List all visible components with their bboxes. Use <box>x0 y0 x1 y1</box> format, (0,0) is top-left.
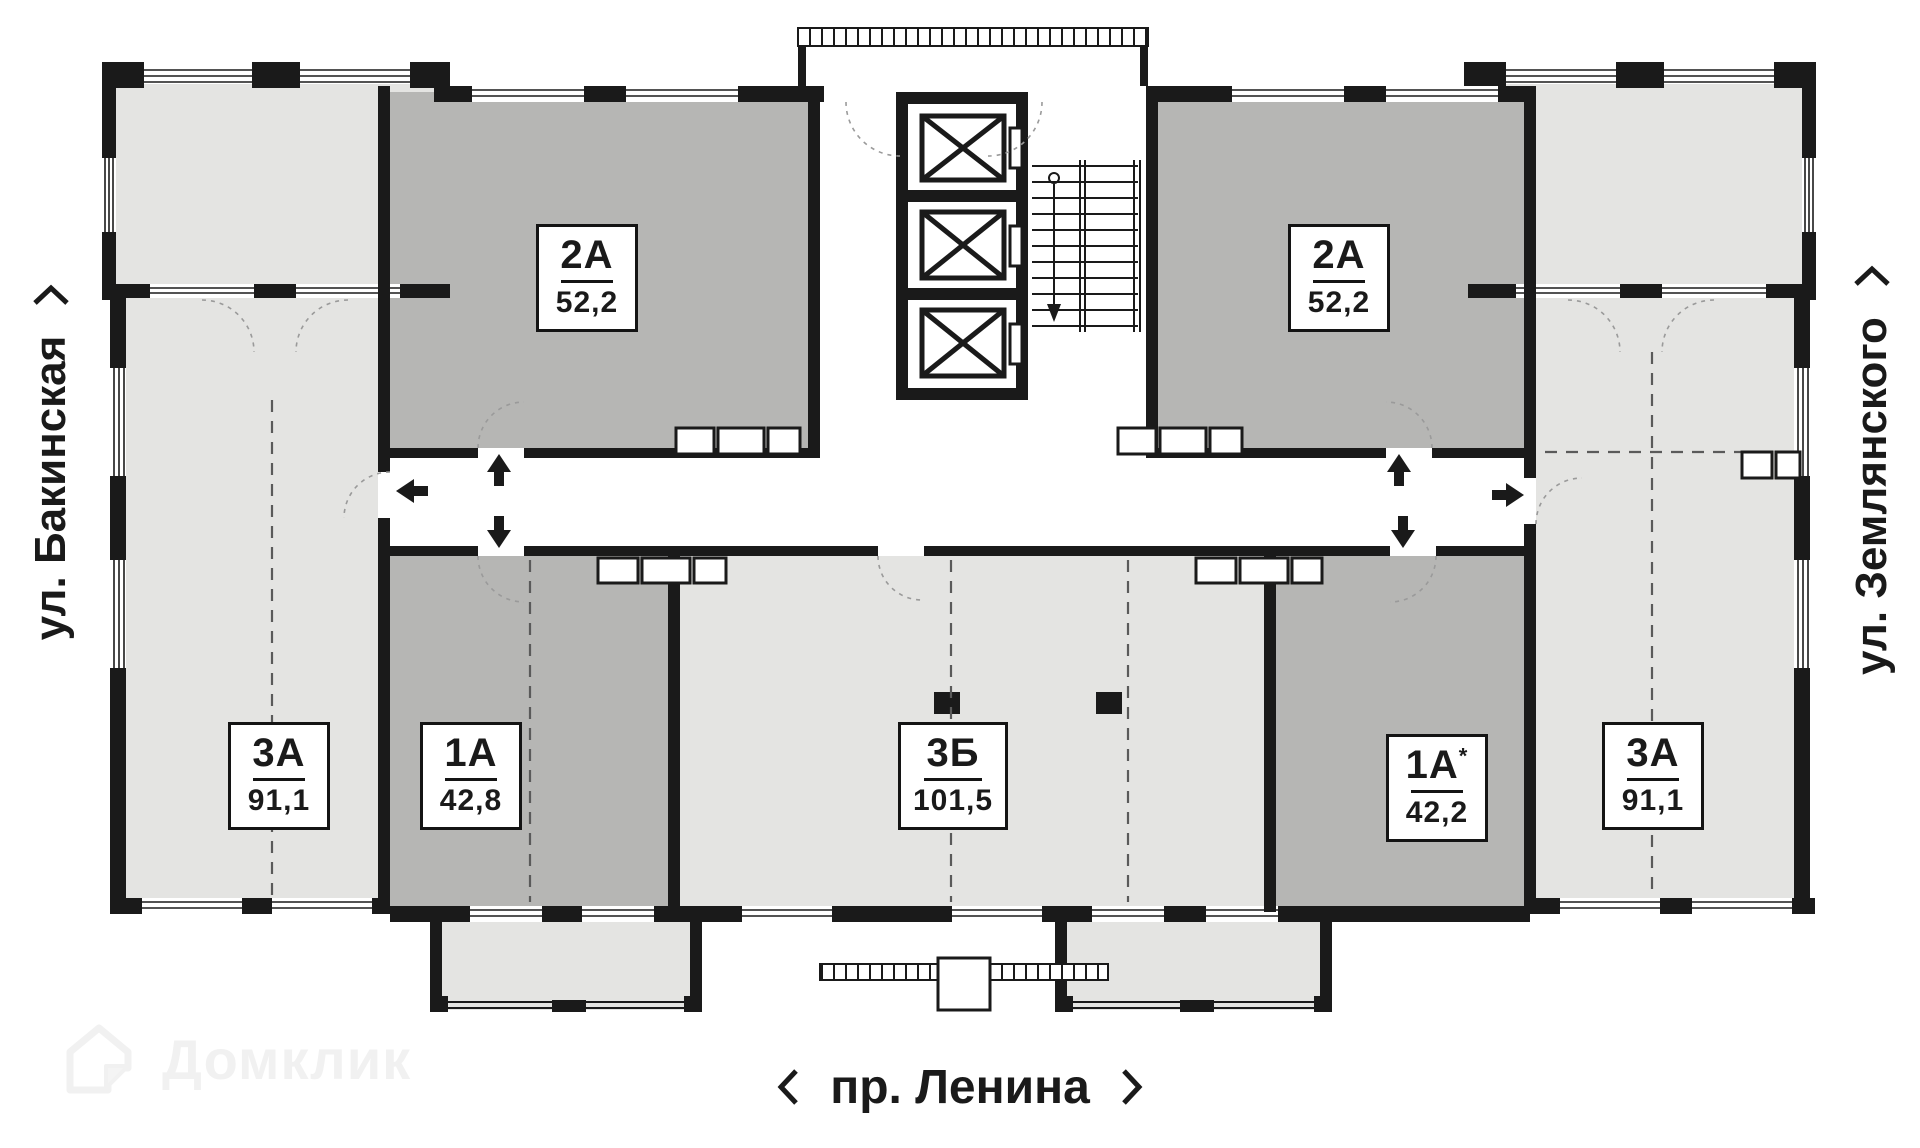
label-divider <box>924 778 982 781</box>
chevron-right-icon <box>1121 1069 1143 1105</box>
closets <box>596 426 1802 585</box>
watermark: Домклик <box>56 1016 411 1102</box>
label-divider <box>1411 790 1463 793</box>
label-divider <box>1313 280 1365 283</box>
label-divider <box>445 778 497 781</box>
street-label-lenina: пр. Ленина <box>640 1052 1280 1122</box>
apartment-label-2a-left: 2А 52,2 <box>536 224 638 332</box>
label-divider <box>1627 778 1679 781</box>
entry-arrow-up-icon <box>1387 454 1411 486</box>
apartment-area: 101,5 <box>913 784 994 817</box>
street-name: ул. Землянского <box>1847 317 1896 675</box>
apartment-type: 3А <box>1626 731 1680 775</box>
apartment-area: 91,1 <box>247 784 311 817</box>
elevator-shaft-icon <box>919 209 1024 281</box>
entry-arrow-down-icon <box>487 516 511 548</box>
apartment-label-3a-right: 3А 91,1 <box>1602 722 1704 830</box>
interior-walls <box>378 86 1536 914</box>
label-divider <box>253 778 305 781</box>
entry-arrow-left-icon <box>396 479 428 503</box>
apartment-area: 91,1 <box>1621 784 1685 817</box>
apartment-label-3b-center: 3Б 101,5 <box>898 722 1009 830</box>
apartment-type: 2А <box>1312 233 1366 277</box>
entry-arrow-right-icon <box>1492 483 1524 507</box>
street-name: ул. Бакинская <box>26 335 75 641</box>
apartment-label-1a-right: 1А* 42,2 <box>1386 734 1488 842</box>
apartment-type-text: 1А <box>1405 743 1459 787</box>
apartment-type: 1А* <box>1401 745 1473 785</box>
apartment-type: 3А <box>252 731 306 775</box>
door-arcs <box>201 101 1715 603</box>
chevron-up-icon <box>1854 265 1890 286</box>
apartment-area: 42,2 <box>1405 796 1469 829</box>
apartment-type: 2А <box>560 233 614 277</box>
apartment-type-asterisk: * <box>1458 743 1469 769</box>
terrace <box>819 956 1109 1012</box>
apartment-label-1a-left: 1А 42,8 <box>420 722 522 830</box>
apartment-area: 42,8 <box>439 784 503 817</box>
staircase-icon <box>1032 160 1141 332</box>
elevator-shaft-icon <box>919 113 1024 183</box>
street-label-bakinskaya: ул. Бакинская <box>19 222 83 702</box>
elevator-core <box>896 92 1028 400</box>
chevron-up-icon <box>33 284 69 305</box>
domclick-logo-icon <box>66 1024 132 1094</box>
street-label-zemlyanskogo: ул. Землянского <box>1840 190 1904 750</box>
label-divider <box>561 280 613 283</box>
watermark-text: Домклик <box>162 1027 412 1091</box>
entry-arrows <box>396 454 1524 548</box>
apartment-label-2a-right: 2А 52,2 <box>1288 224 1390 332</box>
street-name: пр. Ленина <box>830 1060 1090 1114</box>
entry-arrow-up-icon <box>487 454 511 486</box>
elevator-shaft-icon <box>919 307 1024 379</box>
entrance-canopy <box>797 27 1149 86</box>
apartment-type: 3Б <box>926 731 980 775</box>
apartment-area: 52,2 <box>555 286 619 319</box>
chevron-left-icon <box>777 1069 799 1105</box>
windows <box>102 66 1816 922</box>
apartment-label-3a-left: 3А 91,1 <box>228 722 330 830</box>
entry-arrow-down-icon <box>1391 516 1415 548</box>
apartment-type: 1А <box>444 731 498 775</box>
loggia-glazing <box>430 996 1332 1012</box>
apartment-area: 52,2 <box>1307 286 1371 319</box>
